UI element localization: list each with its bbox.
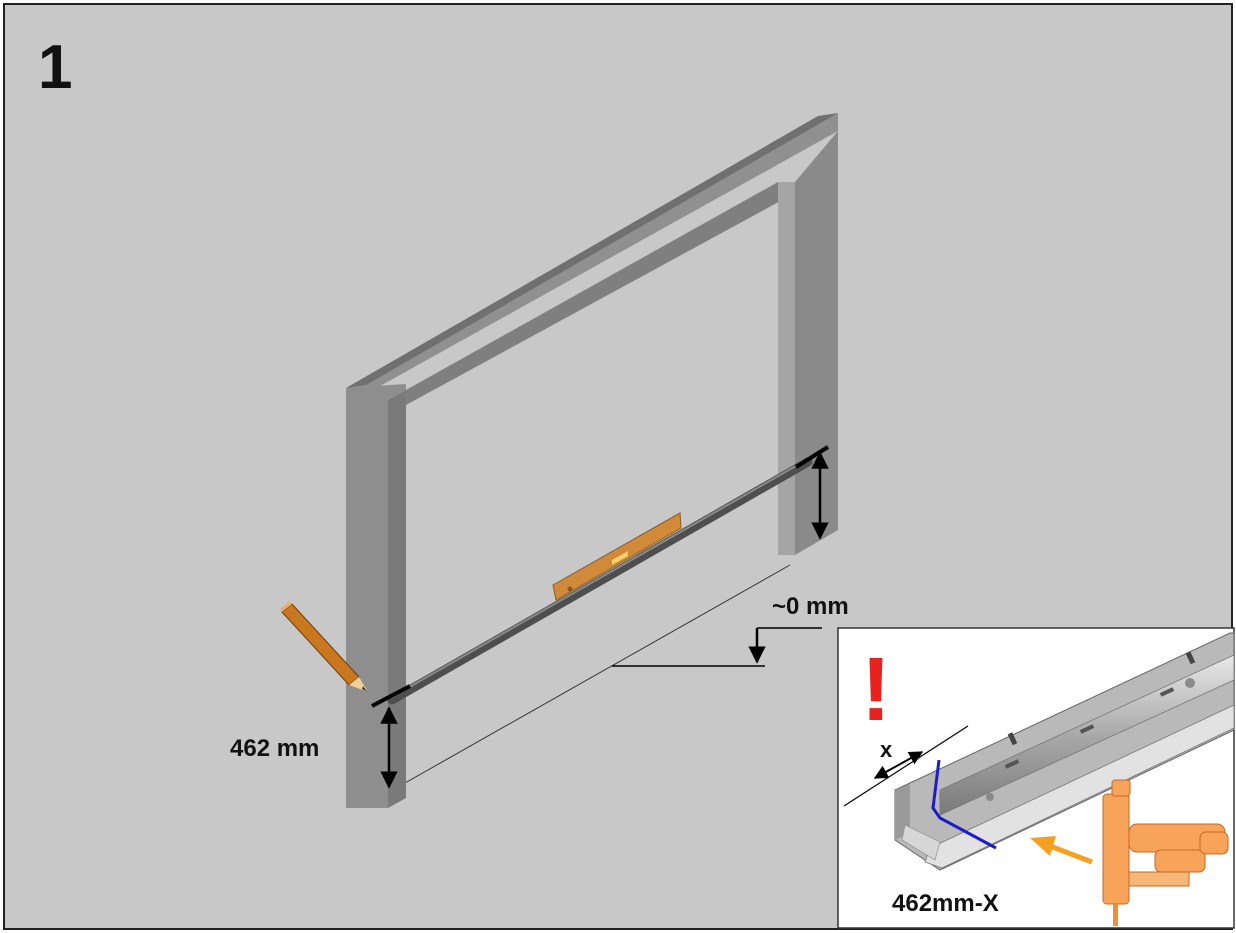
direction-arrow <box>1030 836 1093 865</box>
door-frame <box>346 113 838 808</box>
warning-icon: ! <box>861 640 891 740</box>
floor-offset-leader <box>612 627 822 667</box>
spirit-level-icon <box>552 512 682 601</box>
frame-top-beam-front <box>346 113 838 405</box>
cut-line <box>931 759 997 850</box>
measuring-rod <box>387 457 813 705</box>
cut-detail-inset: x ! 462mm-X <box>837 627 1235 929</box>
frame-top-inner <box>406 182 795 405</box>
guide-rail <box>894 632 1235 871</box>
frame-right-post-inner <box>778 182 795 555</box>
frame-left-post <box>346 384 406 808</box>
pencil-icon <box>280 601 368 692</box>
frame-top-beam-top <box>346 113 838 388</box>
frame-left-post-side <box>388 390 406 808</box>
mark-height-label: 462 mm <box>230 735 319 762</box>
floor-offset-label: ~0 mm <box>772 593 849 620</box>
frame-right-post <box>795 131 838 555</box>
cut-x-dimension <box>843 725 969 807</box>
cut-x-label: x <box>880 737 893 762</box>
cut-length-label: 462mm-X <box>892 890 999 917</box>
jigsaw-icon <box>1102 779 1229 926</box>
step-number: 1 <box>38 33 72 102</box>
